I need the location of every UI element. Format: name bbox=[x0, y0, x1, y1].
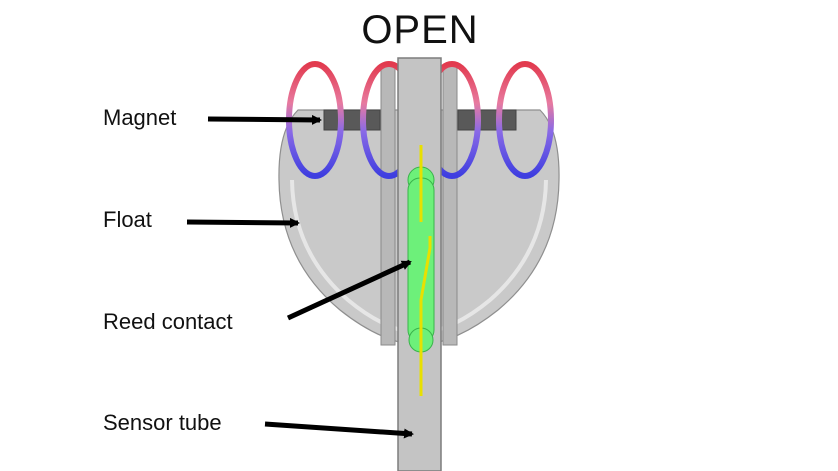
magnet-left bbox=[323, 109, 381, 131]
label-sensor-tube: Sensor tube bbox=[103, 410, 222, 435]
diagram-title: OPEN bbox=[361, 8, 479, 52]
float-bore-left-wall bbox=[380, 64, 396, 346]
reed-wire-lower bbox=[419, 236, 432, 396]
float-arrow bbox=[186, 217, 300, 228]
pointer-arrows bbox=[186, 114, 414, 439]
label-reed-contact: Reed contact bbox=[103, 309, 233, 334]
label-float: Float bbox=[103, 207, 152, 232]
magnet-right bbox=[457, 109, 517, 131]
reed-contact-arrow bbox=[286, 259, 412, 321]
field-loop-4 bbox=[496, 61, 554, 179]
label-magnet: Magnet bbox=[103, 105, 177, 130]
float-bore-right-wall bbox=[442, 64, 458, 346]
magnet-arrow bbox=[207, 114, 322, 125]
sensor-tube-arrow bbox=[264, 421, 414, 439]
reed-contact bbox=[407, 145, 435, 396]
